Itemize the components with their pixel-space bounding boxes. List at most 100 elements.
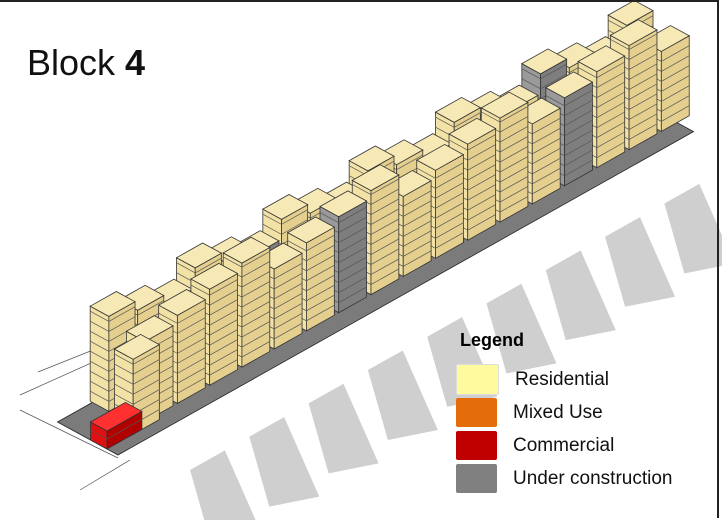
floor-line (596, 131, 625, 148)
floor-line (209, 309, 238, 326)
floor-line (90, 350, 110, 362)
legend-label: Commercial (513, 434, 615, 456)
floor-line (435, 182, 464, 199)
legend-item-mixed-use: Mixed Use (456, 396, 672, 429)
building-roof (609, 19, 658, 47)
legend-swatch (456, 431, 497, 460)
page-title: Block 4 (27, 42, 145, 84)
floor-line (521, 78, 541, 90)
floor-line (241, 251, 270, 268)
floor-line (90, 429, 108, 440)
floor-line (661, 105, 690, 122)
floor-line (241, 301, 270, 318)
floor-line (540, 63, 567, 80)
floor-line (273, 302, 303, 320)
floor-line (209, 319, 238, 336)
floor-line (90, 320, 110, 332)
floor-line (628, 113, 658, 130)
floor-line (596, 81, 625, 98)
floor-line (370, 248, 400, 265)
building-roof (157, 289, 207, 316)
building-roof (125, 315, 174, 342)
floor-line (403, 220, 432, 237)
floor-line (90, 380, 110, 392)
floor-line (241, 261, 270, 278)
building-roof (113, 333, 161, 360)
floor-line (540, 73, 567, 90)
floor-line (370, 188, 400, 205)
building-roof (89, 291, 136, 317)
floor-line (338, 256, 367, 274)
floor-line (177, 347, 206, 364)
building-roof (415, 143, 465, 171)
building-roof (222, 236, 271, 264)
floor-line (177, 367, 206, 384)
floor-line (209, 299, 238, 316)
floor-line (306, 244, 335, 262)
floor-line (435, 222, 464, 239)
floor-line (448, 139, 468, 151)
floor-line (370, 228, 400, 245)
floor-line (241, 321, 270, 338)
floor-line (132, 379, 160, 395)
building-roof (319, 190, 368, 218)
floor-line (223, 256, 243, 268)
floor-line (467, 144, 496, 161)
floor-line (577, 67, 597, 78)
floor-line (564, 139, 593, 157)
floor-line (499, 196, 529, 213)
floor-line (108, 306, 136, 322)
floor-line (241, 291, 270, 308)
floor-line (370, 238, 400, 255)
floor-line (564, 109, 593, 127)
floor-line (499, 136, 529, 153)
floor-line (338, 236, 367, 254)
building-shadow (367, 350, 438, 441)
floor-line (596, 61, 625, 78)
building-roof (175, 242, 223, 269)
floor-line (532, 127, 561, 145)
floor-line (435, 116, 455, 128)
floor-line (273, 272, 303, 290)
floor-line (467, 164, 496, 181)
floor-line (435, 162, 464, 179)
floor-line (281, 219, 308, 235)
building-roof (286, 216, 336, 244)
floor-line (158, 312, 178, 324)
floor-line (564, 89, 593, 107)
floor-line (338, 246, 367, 264)
floor-line (661, 65, 690, 82)
floor-line (596, 91, 625, 108)
floor-line (481, 111, 501, 123)
floor-line (499, 176, 529, 193)
floor-line (90, 340, 110, 352)
floor-line (90, 360, 110, 372)
floor-line (370, 268, 400, 285)
floor-line (370, 218, 400, 235)
floor-line (435, 172, 464, 189)
title-block-number: 4 (125, 42, 146, 83)
floor-line (241, 281, 270, 298)
floor-line (532, 157, 561, 175)
building-shadow (190, 450, 256, 520)
building-shadow (249, 417, 320, 507)
floor-line (209, 339, 238, 356)
floor-line (132, 369, 160, 385)
floor-line (628, 63, 658, 80)
legend-label: Under construction (513, 467, 673, 489)
floor-line (628, 43, 658, 60)
floor-line (338, 286, 367, 304)
floor-line (273, 282, 303, 300)
floor-line (209, 329, 238, 346)
legend-heading: Legend (460, 330, 525, 350)
floor-line (190, 284, 210, 296)
floor-line (499, 146, 529, 163)
floor-line (281, 209, 308, 225)
building-roof (351, 164, 400, 192)
floor-line (370, 178, 400, 195)
floor-line (499, 126, 529, 143)
floor-line (306, 264, 335, 282)
